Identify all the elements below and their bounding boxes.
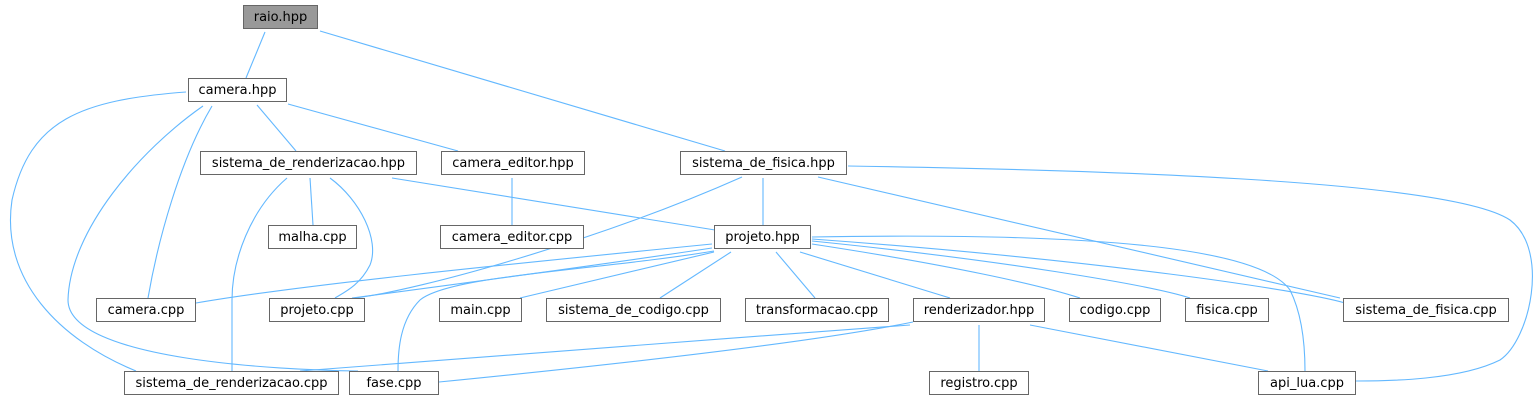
node-camera-cpp[interactable]: camera.cpp xyxy=(96,298,196,322)
node-raio-hpp[interactable]: raio.hpp xyxy=(243,5,318,29)
edge-api-lua-cpp-to-projeto-hpp xyxy=(811,235,1306,372)
edge-projeto-cpp-to-sistema-renderizacao xyxy=(329,177,374,299)
node-camera-editor-cpp[interactable]: camera_editor.cpp xyxy=(440,225,584,249)
edge-fase-cpp-to-renderizador-hpp xyxy=(438,321,914,383)
edge-camera-cpp-to-camera xyxy=(147,105,213,299)
node-fisica-cpp[interactable]: fisica.cpp xyxy=(1185,298,1269,322)
edge-sistema-fisica-cpp-to-sistema-fisica-hpp xyxy=(817,176,1341,299)
edge-transformacao-cpp-to-projeto-hpp xyxy=(775,251,816,299)
node-camera-editor-hpp[interactable]: camera_editor.hpp xyxy=(441,151,585,175)
node-sistema-de-fisica-hpp[interactable]: sistema_de_fisica.hpp xyxy=(680,151,847,175)
node-main-cpp[interactable]: main.cpp xyxy=(439,298,522,322)
edge-sistema-fisica-cpp-to-projeto-hpp xyxy=(811,238,1346,304)
node-renderizador-hpp[interactable]: renderizador.hpp xyxy=(913,298,1045,322)
edge-sistema-renderizacao-cpp-to-sistema-renderizacao xyxy=(231,177,288,371)
edge-projeto-cpp-to-sistema-fisica-hpp xyxy=(354,176,743,299)
node-fase-cpp[interactable]: fase.cpp xyxy=(349,371,439,395)
edge-sistema-renderizacao-cpp-to-camera xyxy=(10,91,187,372)
edge-sistema-fisica-hpp-to-raio xyxy=(319,30,726,152)
edge-sistema-renderizacao-hpp-to-camera xyxy=(256,104,297,152)
edge-malha-cpp-to-sistema-renderizacao xyxy=(309,177,314,226)
node-projeto-cpp[interactable]: projeto.cpp xyxy=(269,298,365,322)
edge-main-cpp-to-projeto-hpp xyxy=(519,251,715,299)
node-malha-cpp[interactable]: malha.cpp xyxy=(268,225,357,249)
node-sistema-de-codigo-cpp[interactable]: sistema_de_codigo.cpp xyxy=(546,298,721,322)
edge-camera-editor-hpp-to-camera xyxy=(287,103,459,152)
edge-api-lua-cpp-to-renderizador-hpp xyxy=(1029,324,1269,372)
edge-sistema-renderizacao-cpp-to-renderizador-hpp xyxy=(299,324,911,372)
edge-renderizador-hpp-to-projeto-hpp xyxy=(799,251,951,299)
edge-projeto-cpp-to-projeto-hpp xyxy=(351,247,713,299)
edge-fisica-cpp-to-projeto-hpp xyxy=(811,240,1191,299)
node-sistema-de-renderizacao-cpp[interactable]: sistema_de_renderizacao.cpp xyxy=(124,371,339,395)
node-sistema-de-renderizacao-hpp[interactable]: sistema_de_renderizacao.hpp xyxy=(200,151,417,175)
edge-projeto-hpp-to-sistema-renderizacao xyxy=(391,177,716,231)
edge-fase-cpp-to-projeto-hpp xyxy=(397,250,715,372)
node-api-lua-cpp[interactable]: api_lua.cpp xyxy=(1258,371,1356,395)
edge-fase-cpp-to-camera xyxy=(67,105,359,372)
edge-codigo-cpp-to-projeto-hpp xyxy=(811,243,1081,299)
edge-sistema-codigo-cpp-to-projeto-hpp xyxy=(659,251,732,299)
node-transformacao-cpp[interactable]: transformacao.cpp xyxy=(745,298,889,322)
node-camera-hpp[interactable]: camera.hpp xyxy=(188,78,287,102)
edge-camera-cpp-to-projeto-hpp xyxy=(195,243,713,304)
edge-api-lua-cpp-to-sistema-fisica-hpp xyxy=(847,165,1533,382)
node-registro-cpp[interactable]: registro.cpp xyxy=(929,371,1029,395)
node-sistema-de-fisica-cpp[interactable]: sistema_de_fisica.cpp xyxy=(1343,298,1509,322)
node-projeto-hpp[interactable]: projeto.hpp xyxy=(714,225,811,249)
edge-camera-hpp-to-raio xyxy=(245,31,266,79)
node-codigo-cpp[interactable]: codigo.cpp xyxy=(1069,298,1161,322)
